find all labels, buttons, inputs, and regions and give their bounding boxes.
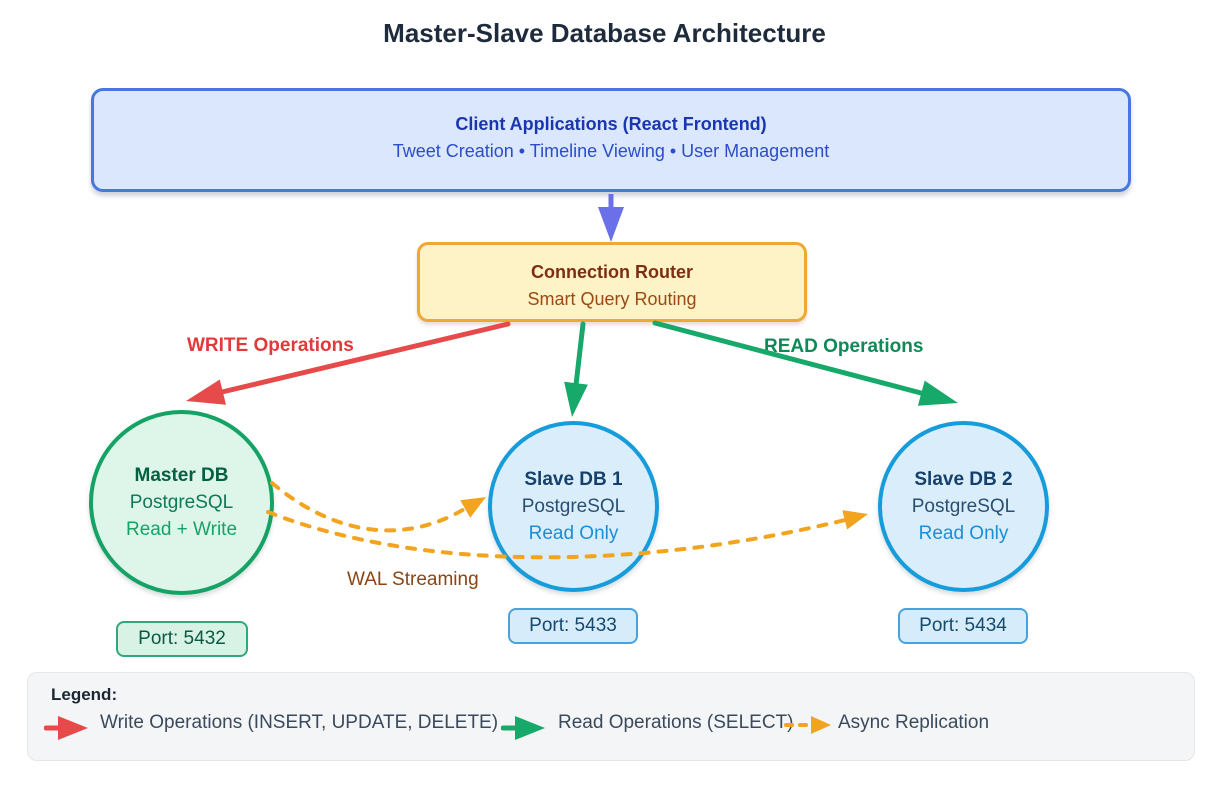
write-operations-label: WRITE Operations xyxy=(187,335,354,356)
router-node-heading: Connection Router xyxy=(531,262,693,282)
master-db-engine: PostgreSQL xyxy=(129,492,234,513)
slave-db-2-name: Slave DB 2 xyxy=(914,469,1013,490)
page-title: Master-Slave Database Architecture xyxy=(383,18,826,48)
wal-streaming-label: WAL Streaming xyxy=(347,569,479,590)
legend-async-label: Async Replication xyxy=(838,712,990,733)
wal-replication-arrow-1 xyxy=(270,481,486,533)
legend-read-label: Read Operations (SELECT) xyxy=(558,712,794,733)
read-operations-label: READ Operations xyxy=(764,336,924,357)
slave-db-2-node: Slave DB 2 PostgreSQL Read Only xyxy=(878,421,1049,592)
master-port-badge: Port: 5432 xyxy=(116,621,248,657)
slave-db-1-name: Slave DB 1 xyxy=(524,469,623,490)
client-applications-node: Client Applications (React Frontend) Twe… xyxy=(91,88,1131,192)
slave-db-1-mode: Read Only xyxy=(528,523,619,544)
slave-db-1-node: Slave DB 1 PostgreSQL Read Only xyxy=(488,421,659,592)
read-arrow-icon xyxy=(501,716,545,740)
legend-write-label: Write Operations (INSERT, UPDATE, DELETE… xyxy=(100,712,499,733)
read-operations-arrow-1 xyxy=(564,321,588,417)
master-db-name: Master DB xyxy=(134,465,229,486)
slave-2-port-badge: Port: 5434 xyxy=(898,608,1028,644)
client-node-subtext: Tweet Creation • Timeline Viewing • User… xyxy=(392,141,830,161)
client-to-router-arrow xyxy=(598,194,624,242)
write-arrow-icon xyxy=(44,716,88,740)
client-node-heading: Client Applications (React Frontend) xyxy=(455,114,767,134)
slave-db-2-mode: Read Only xyxy=(918,523,1009,544)
connection-router-node: Connection Router Smart Query Routing xyxy=(417,242,807,322)
slave-db-2-engine: PostgreSQL xyxy=(911,496,1016,517)
master-db-mode: Read + Write xyxy=(125,519,238,540)
async-replication-arrow-icon xyxy=(784,716,831,734)
legend-panel: Legend: Write Operations (INSERT, UPDATE… xyxy=(27,672,1195,761)
router-node-subtext: Smart Query Routing xyxy=(527,289,697,309)
legend-heading: Legend: xyxy=(51,685,118,704)
slave-1-port-badge: Port: 5433 xyxy=(508,608,638,644)
master-db-node: Master DB PostgreSQL Read + Write xyxy=(89,410,274,595)
slave-db-1-engine: PostgreSQL xyxy=(521,496,626,517)
